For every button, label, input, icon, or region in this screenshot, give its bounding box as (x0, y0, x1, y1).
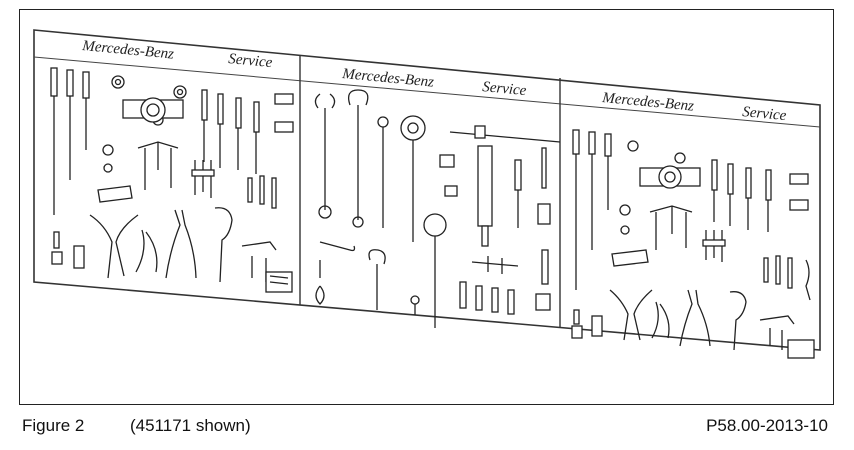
panel-3-service: Service (742, 104, 788, 124)
figure-reference-code: P58.00-2013-10 (706, 416, 828, 435)
board-header-line (33, 56, 821, 128)
panel-2-tools (314, 89, 561, 328)
panel-2-service: Service (482, 79, 528, 99)
panel-1-service: Service (228, 51, 274, 71)
panel-3-tools (571, 129, 815, 359)
board-outline (33, 29, 821, 351)
panel-2-brand: Mercedes-Benz (341, 66, 435, 91)
panel-1-tools (50, 67, 294, 293)
figure-shown-note: (451171 shown) (130, 416, 251, 435)
panel-3-brand: Mercedes-Benz (601, 90, 695, 115)
figure-frame: Mercedes-Benz Service Mercedes-Benz Serv… (19, 9, 834, 405)
figure-label: Figure 2 (22, 416, 85, 435)
tool-board-illustration: Mercedes-Benz Service Mercedes-Benz Serv… (33, 29, 821, 359)
